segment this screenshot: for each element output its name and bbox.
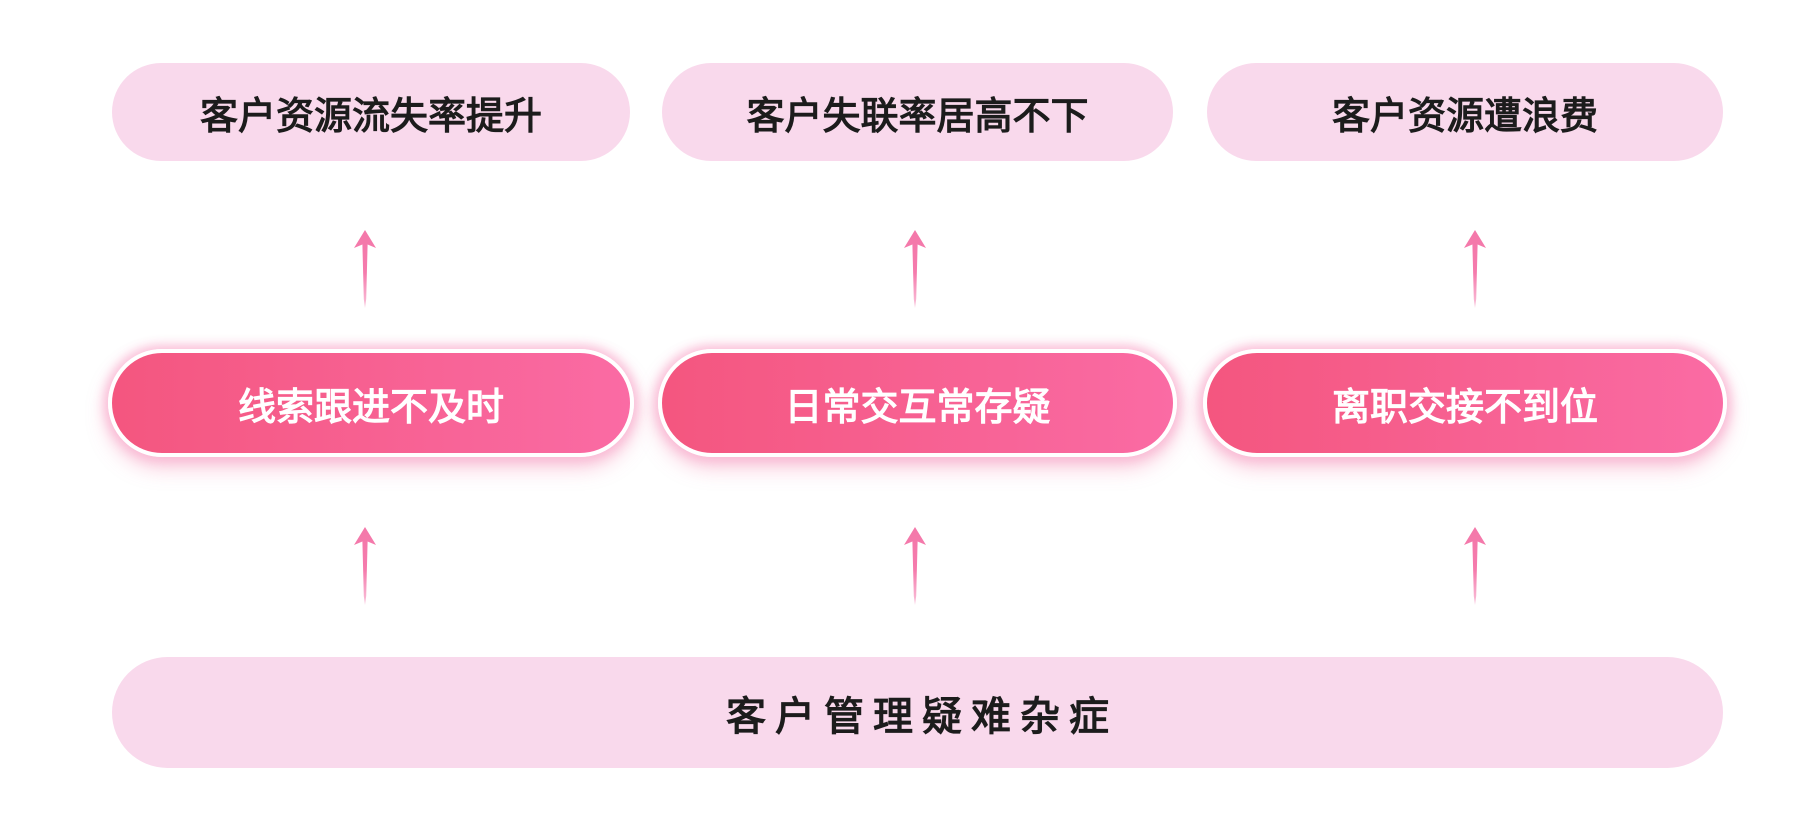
up-arrow-icon: [354, 230, 376, 308]
cause-pill-3-label: 离职交接不到位: [1331, 386, 1598, 429]
up-arrow-icon: [904, 230, 926, 308]
cause-pill-2: 日常交互常存疑: [658, 349, 1177, 457]
effect-pill-3-label: 客户资源遭浪费: [1331, 95, 1598, 138]
effect-pill-2-label: 客户失联率居高不下: [746, 95, 1089, 138]
effect-pill-3: 客户资源遭浪费: [1207, 63, 1723, 161]
effect-pill-2: 客户失联率居高不下: [662, 63, 1173, 161]
root-pill: 客户管理疑难杂症: [112, 657, 1723, 768]
effect-pill-1: 客户资源流失率提升: [112, 63, 630, 161]
root-pill-label: 客户管理疑难杂症: [726, 694, 1118, 739]
effect-pill-1-label: 客户资源流失率提升: [199, 95, 542, 138]
cause-pill-3: 离职交接不到位: [1203, 349, 1727, 457]
cause-pill-1: 线索跟进不及时: [108, 349, 634, 457]
up-arrow-icon: [1464, 527, 1486, 605]
cause-pill-2-label: 日常交互常存疑: [784, 386, 1051, 429]
up-arrow-icon: [354, 527, 376, 605]
up-arrow-icon: [904, 527, 926, 605]
cause-pill-1-label: 线索跟进不及时: [237, 386, 504, 429]
up-arrow-icon: [1464, 230, 1486, 308]
